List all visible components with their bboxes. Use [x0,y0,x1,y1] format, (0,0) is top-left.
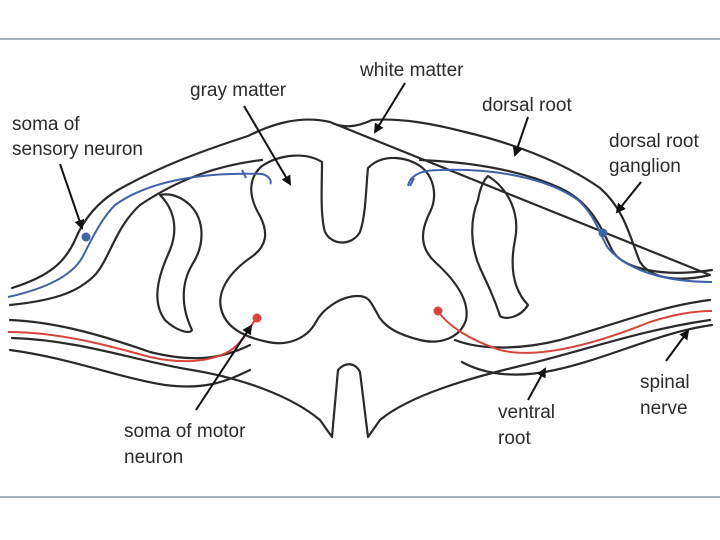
label-ventral-root-2: root [498,428,531,449]
sensory-terminal-left [241,169,247,179]
white-matter-arrow [373,82,406,134]
dorsal-root-right-outline [418,158,714,274]
motor-neuron-right [437,310,713,354]
sensory-soma-left [81,232,91,242]
left-lateral-horn [156,193,203,334]
ventral-root-arrow [527,367,546,401]
label-drg-2: ganglion [609,156,681,177]
dorsal-root-left-outline [8,158,264,307]
label-gray-matter: gray matter [190,80,287,101]
sensory-soma-right [598,228,608,238]
motor-soma-right [433,306,443,316]
diagram-frame [0,38,720,498]
ventral-root-right-outline-2 [460,323,714,376]
sensory-neuron-left [7,172,272,298]
label-spinal-nerve-2: nerve [640,398,688,419]
spinal-nerve-arrow [665,329,690,362]
label-soma-sensory-1: soma of [12,114,80,135]
label-drg-1: dorsal root [609,131,699,152]
right-lateral-horn [471,174,530,319]
label-dorsal-root: dorsal root [482,95,572,116]
gray-matter-arrow [243,105,292,186]
ganglion-arrow [615,181,642,214]
motor-soma-left [252,313,262,323]
ventral-root-left-outline-2 [8,348,252,388]
soma-motor-arrow [195,324,253,411]
dorsal-root-arrow [512,116,529,157]
gray-matter-outline [219,154,468,345]
soma-sensory-arrow [59,163,85,230]
label-ventral-root-1: ventral [498,402,555,423]
ventral-root-right-outline [453,298,712,349]
sensory-terminal-right [409,177,415,187]
label-soma-sensory-2: sensory neuron [12,139,143,160]
label-soma-motor-2: neuron [124,447,183,468]
spinal-cord-outline [10,118,712,439]
sensory-neuron-right [407,168,713,283]
label-spinal-nerve-1: spinal [640,372,690,393]
label-soma-motor-1: soma of motor [124,421,246,442]
label-white-matter: white matter [359,60,464,81]
